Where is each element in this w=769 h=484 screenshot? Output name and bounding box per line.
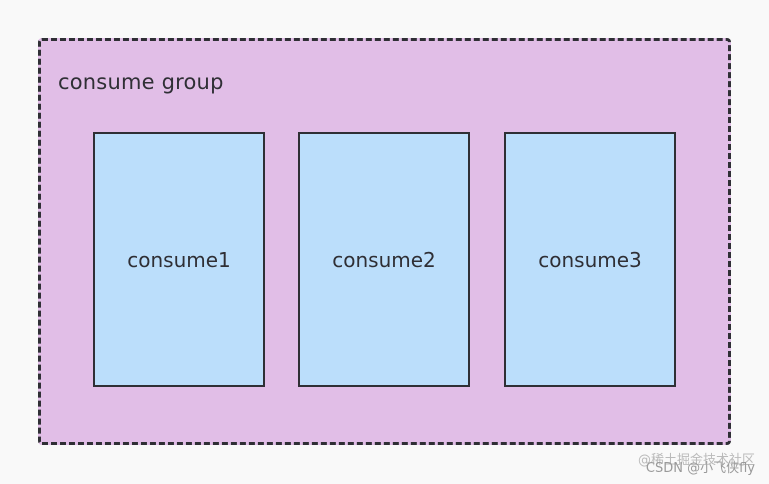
consumer-box-1: consume1 bbox=[93, 132, 265, 387]
watermark-line-1: @稀土掘金技术社区 bbox=[637, 453, 755, 468]
consumer-box-2: consume2 bbox=[298, 132, 470, 387]
consumer-box-3: consume3 bbox=[504, 132, 676, 387]
consumer-label-1: consume1 bbox=[127, 247, 231, 272]
watermark-line-2: CSDN @小飞侠fly bbox=[645, 461, 755, 476]
consumer-label-2: consume2 bbox=[332, 247, 436, 272]
consume-group-label: consume group bbox=[58, 70, 224, 94]
watermark: @稀土掘金技术社区 CSDN @小飞侠fly bbox=[638, 454, 755, 476]
consumer-label-3: consume3 bbox=[538, 247, 642, 272]
